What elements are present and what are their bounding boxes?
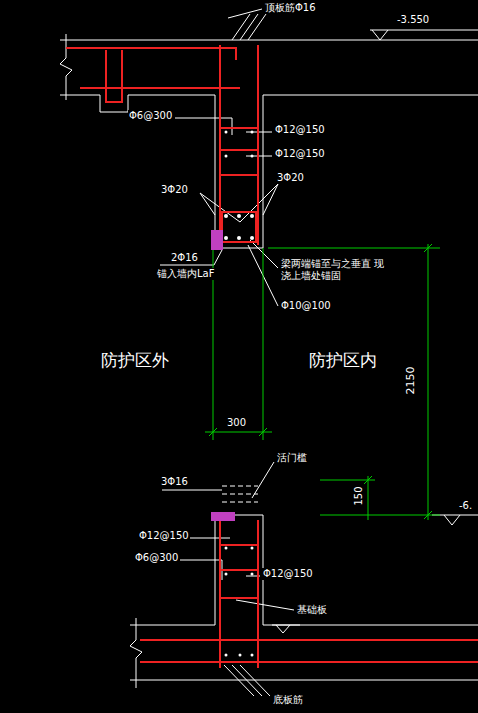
- part-label: 底板筋: [272, 694, 304, 706]
- rebar-label: Φ12@150: [138, 530, 190, 542]
- rebar-label: Φ12@150: [274, 148, 326, 160]
- rebar-label: Φ10@100: [280, 300, 332, 312]
- rebar-label: Φ6@300: [134, 552, 179, 564]
- dimension-label: 300: [226, 417, 247, 429]
- rebar-label: Φ12@150: [274, 124, 326, 136]
- rebar-label: 3Φ16: [160, 476, 189, 488]
- elevation-label: -6.: [458, 500, 473, 512]
- rebar-label: 3Φ20: [276, 172, 305, 184]
- rebar-label: 3Φ20: [160, 184, 189, 196]
- rebar-label: Φ12@150: [262, 568, 314, 580]
- anchor-note: 梁两端锚至与之垂直 现浇上墙处锚固: [280, 258, 394, 282]
- dimension-label: 150: [353, 485, 365, 506]
- elevation-label: -3.550: [396, 14, 430, 26]
- part-label: 基础板: [296, 604, 328, 616]
- dimension-label: 2150: [404, 366, 417, 396]
- anchor-note: 锚入墙内LaF: [156, 268, 215, 280]
- zone-label: 防护区内: [308, 350, 378, 370]
- rebar-label: 顶板筋Φ16: [264, 2, 317, 14]
- rebar-label: Φ6@300: [128, 110, 173, 122]
- part-label: 活门槛: [276, 452, 308, 464]
- zone-label: 防护区外: [100, 350, 170, 370]
- rebar-label: 2Φ16: [170, 252, 199, 264]
